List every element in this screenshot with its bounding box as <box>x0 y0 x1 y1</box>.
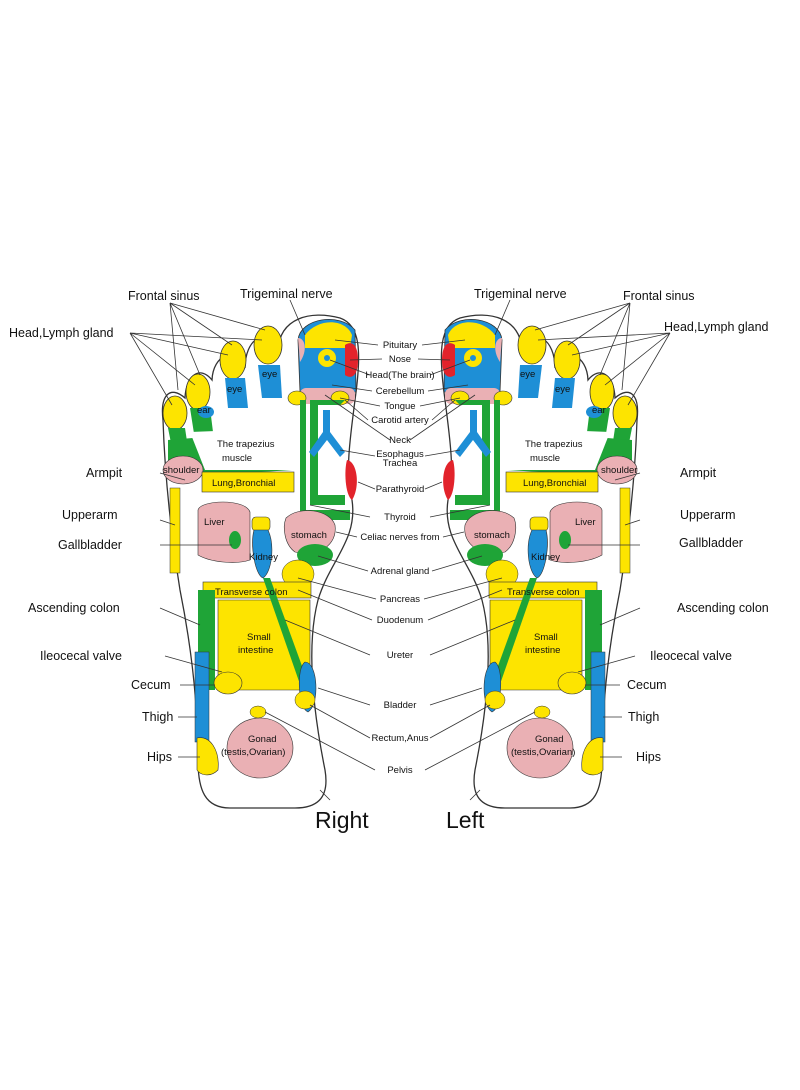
pelvis-label: Pelvis <box>387 765 413 776</box>
zone-gonad-left-2: (testis,Ovarian) <box>511 747 575 758</box>
zone-eye-right-2: eye <box>262 369 277 380</box>
zone-transverse-colon-right: Transverse colon <box>215 587 288 598</box>
esophagus-label: Esophagus <box>376 449 424 460</box>
left-ascending-colon-label: Ascending colon <box>677 601 769 615</box>
zone-gonad-right-2: (testis,Ovarian) <box>221 747 285 758</box>
head-brain-label: Head(The brain) <box>365 370 434 381</box>
zone-stomach-left: stomach <box>474 530 510 541</box>
pancreas-label: Pancreas <box>380 594 420 605</box>
left-upperarm-label: Upperarm <box>680 508 736 522</box>
zone-gonad-left-1: Gonad <box>535 734 564 745</box>
left-frontal-sinus-label: Frontal sinus <box>623 289 695 303</box>
right-foot-labels: Frontal sinus Trigeminal nerve Head,Lymp… <box>9 287 333 764</box>
right-cecum-label: Cecum <box>131 678 171 692</box>
zone-shoulder-right: shoulder <box>163 465 199 476</box>
right-frontal-sinus-label: Frontal sinus <box>128 289 200 303</box>
right-trigeminal-nerve-label: Trigeminal nerve <box>240 287 333 301</box>
zone-lung-left: Lung,Bronchial <box>523 478 586 489</box>
parathyroid-label: Parathyroid <box>376 484 425 495</box>
nose-label: Nose <box>389 354 411 365</box>
duodenum-label: Duodenum <box>377 615 424 626</box>
ureter-label: Ureter <box>387 650 413 661</box>
zone-kidney-right: Kidney <box>249 552 278 563</box>
zone-trapezius-left-2: muscle <box>530 453 560 464</box>
zone-small-intestine-right-1: Small <box>247 632 271 643</box>
zone-eye-left-2: eye <box>520 369 535 380</box>
zone-transverse-colon-left: Transverse colon <box>507 587 580 598</box>
rectum-anus-label: Rectum,Anus <box>371 733 428 744</box>
left-thigh-label: Thigh <box>628 710 659 724</box>
thyroid-label: Thyroid <box>384 512 416 523</box>
leader-lines <box>129 299 671 801</box>
left-foot-labels: Frontal sinus Trigeminal nerve Head,Lymp… <box>474 287 769 764</box>
zone-stomach-right: stomach <box>291 530 327 541</box>
right-thigh-label: Thigh <box>142 710 173 724</box>
zone-liver-right: Liver <box>204 517 225 528</box>
zone-ear-right: ear <box>197 405 211 416</box>
tongue-label: Tongue <box>384 401 415 412</box>
trachea-label: Trachea <box>383 458 418 469</box>
left-cecum-label: Cecum <box>627 678 667 692</box>
zone-liver-left: Liver <box>575 517 596 528</box>
right-foot-caption: Right <box>315 807 369 833</box>
zone-kidney-left: Kidney <box>531 552 560 563</box>
zone-small-intestine-left-1: Small <box>534 632 558 643</box>
left-head-lymph-label: Head,Lymph gland <box>664 320 769 334</box>
right-gallbladder-label: Gallbladder <box>58 538 122 552</box>
right-armpit-label: Armpit <box>86 466 123 480</box>
zone-shoulder-left: shoulder <box>601 465 637 476</box>
zone-eye-left: eye <box>555 384 570 395</box>
right-upperarm-label: Upperarm <box>62 508 118 522</box>
carotid-artery-label: Carotid artery <box>371 415 429 426</box>
left-foot-caption: Left <box>446 807 485 833</box>
right-ileocecal-valve-label: Ileocecal valve <box>40 649 122 663</box>
zone-trapezius-left-1: The trapezius <box>525 439 583 450</box>
zone-small-intestine-left-2: intestine <box>525 645 560 656</box>
zone-trapezius-right-1: The trapezius <box>217 439 275 450</box>
left-trigeminal-nerve-label: Trigeminal nerve <box>474 287 567 301</box>
pituitary-label: Pituitary <box>383 340 418 351</box>
bladder-label: Bladder <box>384 700 417 711</box>
neck-label: Neck <box>389 435 411 446</box>
celiac-nerves-label: Celiac nerves from <box>360 532 439 543</box>
left-hips-label: Hips <box>636 750 661 764</box>
left-foot-zone-labels: eye eye ear The trapezius muscle shoulde… <box>474 369 637 758</box>
right-hips-label: Hips <box>147 750 172 764</box>
cerebellum-label: Cerebellum <box>376 386 425 397</box>
adrenal-gland-label: Adrenal gland <box>371 566 430 577</box>
left-armpit-label: Armpit <box>680 466 717 480</box>
zone-eye-right: eye <box>227 384 242 395</box>
zone-gonad-right-1: Gonad <box>248 734 277 745</box>
zone-trapezius-right-2: muscle <box>222 453 252 464</box>
zone-lung-right: Lung,Bronchial <box>212 478 275 489</box>
right-head-lymph-label: Head,Lymph gland <box>9 326 114 340</box>
zone-small-intestine-right-2: intestine <box>238 645 273 656</box>
left-gallbladder-label: Gallbladder <box>679 536 743 550</box>
left-ileocecal-valve-label: Ileocecal valve <box>650 649 732 663</box>
center-labels: Pituitary Nose Head(The brain) Cerebellu… <box>360 340 439 776</box>
right-ascending-colon-label: Ascending colon <box>28 601 120 615</box>
right-foot-zone-labels: eye eye ear The trapezius muscle shoulde… <box>163 369 327 758</box>
zone-ear-left: ear <box>592 405 606 416</box>
